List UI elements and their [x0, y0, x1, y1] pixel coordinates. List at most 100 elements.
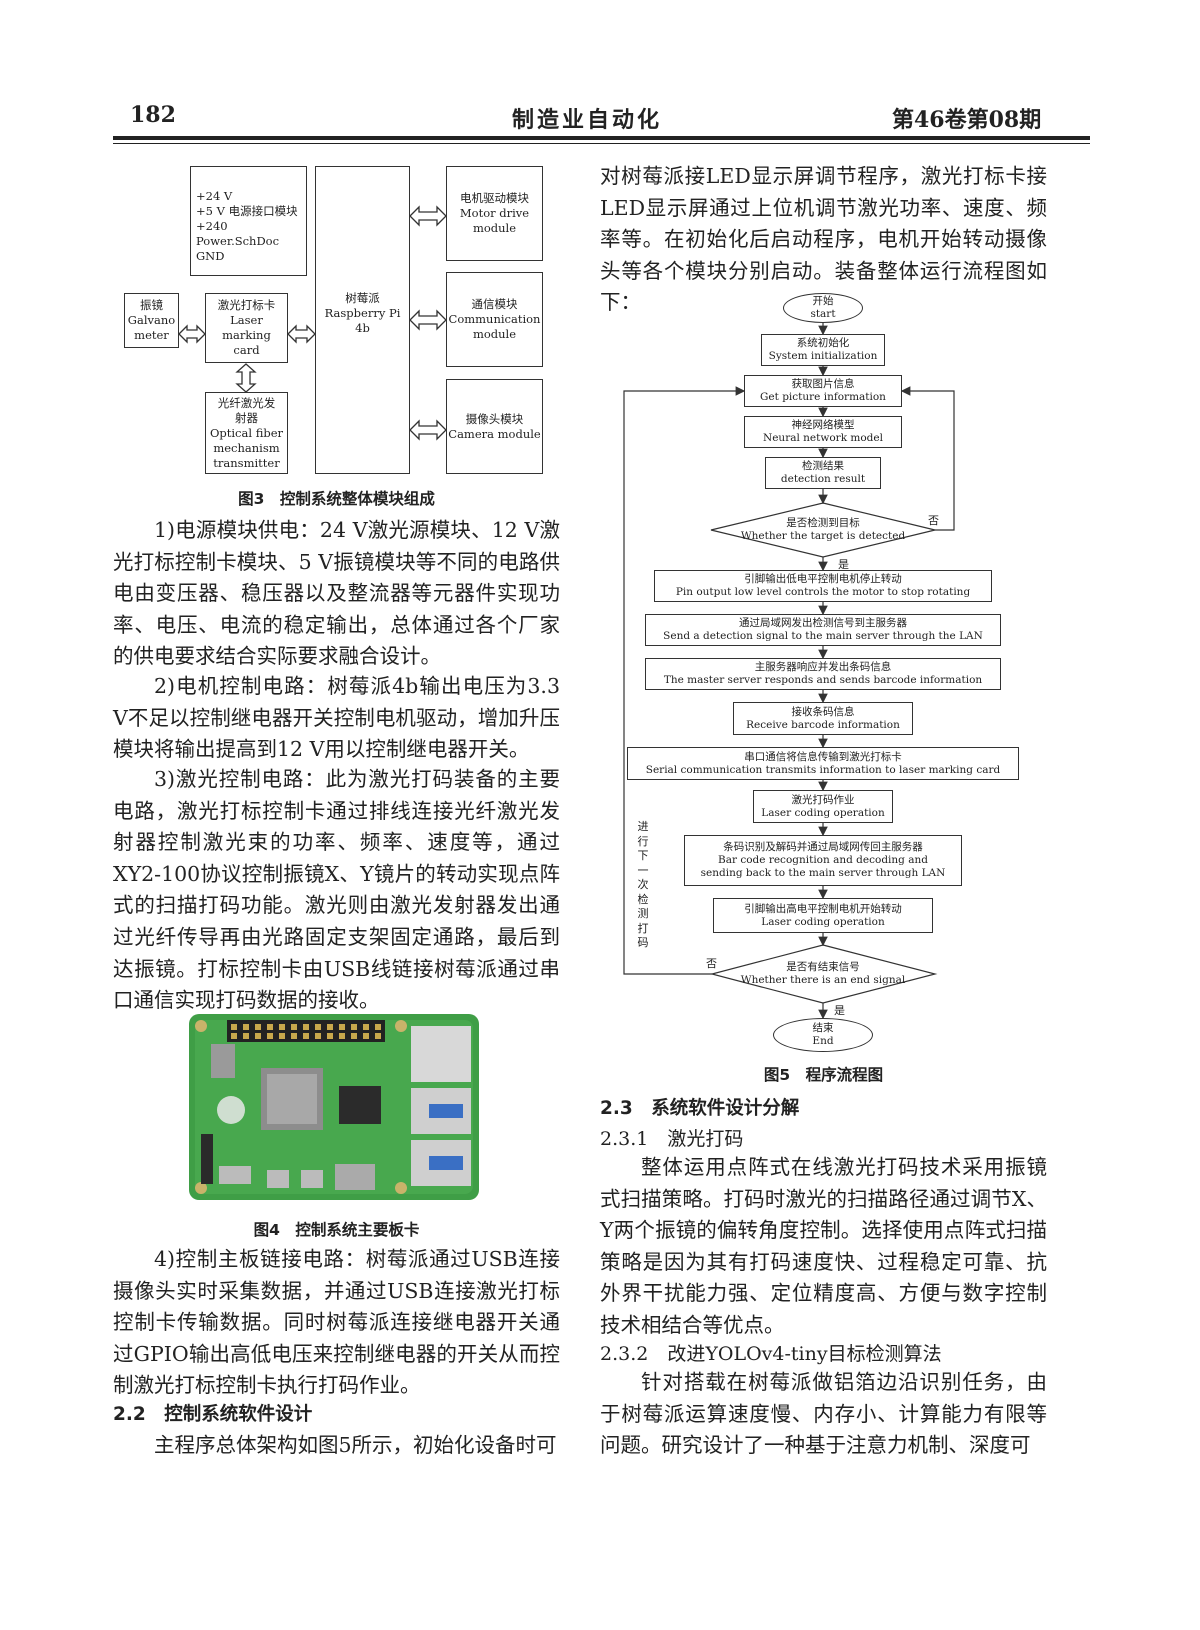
flow-pin-low: 引脚输出低电平控制电机停止转动 Pin output low level con… — [654, 570, 992, 602]
flow-barcode-en1: Bar code recognition and decoding and — [718, 854, 928, 866]
flow-pinhigh-en: Laser coding operation — [761, 915, 885, 928]
flow-receive-barcode: 接收条码信息 Receive barcode information — [733, 702, 913, 735]
flow-decision-end-signal: 是否有结束信号 Whether there is an end signal — [723, 961, 923, 987]
fiber-label-1: 光纤激光发 — [217, 395, 276, 410]
flow-decision1-no: 否 — [928, 514, 939, 527]
paragraph-led-adjust: 对树莓派接LED显示屏调节程序，激光打标卡接LED显示屏通过上位机调节激光功率、… — [600, 164, 1047, 315]
motor-drive-box: 电机驱动模块 Motor drive module — [446, 166, 543, 261]
figure3-caption: 图3 控制系统整体模块组成 — [238, 490, 435, 508]
flow-start-cn: 开始 — [812, 295, 834, 307]
flow-init-en: System initialization — [768, 350, 878, 362]
figure5-caption: 图5 程序流程图 — [763, 1066, 884, 1084]
camera-label-en: Camera module — [448, 426, 541, 441]
flow-getpic-en: Get picture information — [760, 391, 886, 403]
paragraph-power-supply: 1)电源模块供电：24 V激光源模块、12 V激光打标控制卡模块、5 V振镜模块… — [113, 518, 560, 669]
flow-loop-char: 测 — [637, 907, 649, 920]
flow-serial-comm: 串口通信将信息传输到激光打标卡 Serial communication tra… — [627, 747, 1019, 780]
paragraph-motor-control: 2)电机控制电路：树莓派4b输出电压为3.3 V不足以控制继电器开关控制电机驱动… — [113, 674, 560, 762]
motor-label-cn: 电机驱动模块 — [460, 191, 529, 205]
flow-start: 开始 start — [783, 293, 863, 323]
motor-label-en2: module — [472, 221, 517, 235]
flow-nn-en: Neural network model — [763, 432, 883, 444]
raspberry-label-en: Raspberry Pi 4b — [324, 306, 401, 335]
figure4-caption: 图4 控制系统主要板卡 — [253, 1221, 420, 1239]
flow-getpic-cn: 获取图片信息 — [791, 378, 855, 390]
paragraph-laser-control: 3)激光控制电路：此为激光打码装备的主要电路，激光打标控制卡通过排线连接光纤激光… — [113, 767, 560, 1013]
subsection-2-3-1-heading: 2.3.1 激光打码 — [600, 1128, 744, 1150]
raspberry-label-cn: 树莓派 — [345, 291, 380, 305]
fiber-laser-box: 光纤激光发 射器 Optical fiber mechanism transmi… — [205, 392, 288, 474]
flow-laser-coding: 激光打码作业 Laser coding operation — [753, 790, 893, 823]
flow-serial-en: Serial communication transmits informati… — [645, 763, 1001, 776]
flow-detection-result: 检测结果 detection result — [765, 457, 881, 489]
flow-decision2-no: 否 — [706, 957, 717, 970]
journal-title: 制造业自动化 — [512, 107, 663, 133]
laser-card-label-en2: card — [233, 343, 260, 357]
flow-pinhigh-cn: 引脚输出高电平控制电机开始转动 — [744, 902, 902, 915]
comm-label-en1: Communication — [448, 312, 541, 326]
flow-master-en: The master server responds and sends bar… — [663, 674, 983, 686]
flow-end-en: End — [812, 1035, 834, 1047]
flow-get-picture: 获取图片信息 Get picture information — [744, 375, 902, 407]
page-number: 182 — [130, 102, 176, 128]
flow-receive-en: Receive barcode information — [746, 718, 900, 731]
flow-loop-label: 进 行 下 一 次 检 测 打 码 — [636, 820, 650, 951]
camera-label-cn: 摄像头模块 — [465, 411, 524, 426]
camera-module-box: 摄像头模块 Camera module — [446, 379, 543, 474]
flow-loop-char: 下 — [637, 849, 649, 862]
section-2-3-heading: 2.3 系统软件设计分解 — [600, 1098, 800, 1119]
comm-label-en2: module — [472, 327, 517, 341]
flow-barcode-cn: 条码识别及解码并通过局域网传回主服务器 — [723, 841, 923, 853]
flow-end-cn: 结束 — [812, 1022, 834, 1034]
flow-decision2-cn: 是否有结束信号 — [786, 961, 860, 973]
flow-serial-cn: 串口通信将信息传输到激光打标卡 — [744, 750, 902, 763]
flow-loop-char: 次 — [637, 878, 649, 891]
flow-pinlow-cn: 引脚输出低电平控制电机停止转动 — [744, 573, 902, 585]
power-module-box: +24 V +5 V 电源接口模块 +240 Power.SchDoc GND — [190, 166, 307, 276]
flow-nn-cn: 神经网络模型 — [791, 419, 855, 431]
subsection-2-3-2-heading: 2.3.2 改进YOLOv4-tiny目标检测算法 — [600, 1343, 942, 1365]
galvano-label-cn: 振镜 — [140, 298, 163, 312]
flowchart-connectors — [623, 323, 955, 1020]
flow-decision1-en: Whether the target is detected — [740, 530, 906, 542]
flow-end: 结束 End — [773, 1018, 873, 1052]
fiber-label-3: Optical fiber — [209, 425, 284, 440]
flow-coding-cn: 激光打码作业 — [791, 793, 855, 806]
laser-card-label-en1: Laser marking — [222, 313, 271, 342]
galvano-label-en1: Galvano — [127, 313, 176, 327]
fiber-label-5: transmitter — [213, 455, 280, 470]
flow-sendlan-en: Send a detection signal to the main serv… — [663, 630, 983, 642]
header-rule-thin — [113, 143, 1090, 144]
power-line-3: +240 Power.SchDoc — [196, 219, 280, 248]
paragraph-main-program: 主程序总体架构如图5所示，初始化设备时可 — [154, 1433, 557, 1457]
flow-init-cn: 系统初始化 — [796, 337, 850, 349]
flow-barcode-en2: sending back to the main server through … — [700, 867, 946, 879]
flow-decision-target: 是否检测到目标 Whether the target is detected — [723, 517, 923, 543]
flow-decision1-yes: 是 — [838, 558, 849, 571]
power-line-1: +24 V — [196, 189, 233, 203]
flow-start-en: start — [810, 308, 836, 320]
flow-barcode-recognition: 条码识别及解码并通过局域网传回主服务器 Bar code recognition… — [684, 835, 962, 886]
flow-loop-char: 码 — [637, 936, 649, 949]
galvano-label-en2: meter — [134, 328, 169, 342]
power-line-2: +5 V 电源接口模块 — [196, 204, 298, 218]
section-2-2-heading: 2.2 控制系统软件设计 — [113, 1404, 313, 1425]
flow-loop-char: 进 — [637, 820, 649, 833]
figure4-raspberry-pi-image — [189, 1014, 479, 1200]
comm-label-cn: 通信模块 — [471, 297, 518, 311]
flow-decision2-en: Whether there is an end signal — [740, 974, 906, 986]
flow-master-cn: 主服务器响应并发出条码信息 — [754, 661, 892, 673]
flow-pin-high: 引脚输出高电平控制电机开始转动 Laser coding operation — [713, 898, 933, 933]
laser-card-box: 激光打标卡 Laser marking card — [205, 293, 288, 363]
motor-label-en1: Motor drive — [459, 206, 530, 220]
flow-loop-char: 行 — [637, 834, 649, 848]
flow-system-init: 系统初始化 System initialization — [761, 334, 885, 366]
flow-decision1-cn: 是否检测到目标 — [786, 517, 860, 529]
flow-pinlow-en: Pin output low level controls the motor … — [675, 586, 971, 598]
issue-label: 第46卷第08期 — [892, 107, 1042, 133]
flow-sendlan-cn: 通过局域网发出检测信号到主服务器 — [739, 617, 907, 629]
flow-coding-en: Laser coding operation — [761, 806, 885, 819]
raspberry-pi-box: 树莓派 Raspberry Pi 4b — [315, 166, 410, 474]
flow-detect-cn: 检测结果 — [802, 460, 844, 472]
power-line-4: GND — [196, 249, 225, 263]
